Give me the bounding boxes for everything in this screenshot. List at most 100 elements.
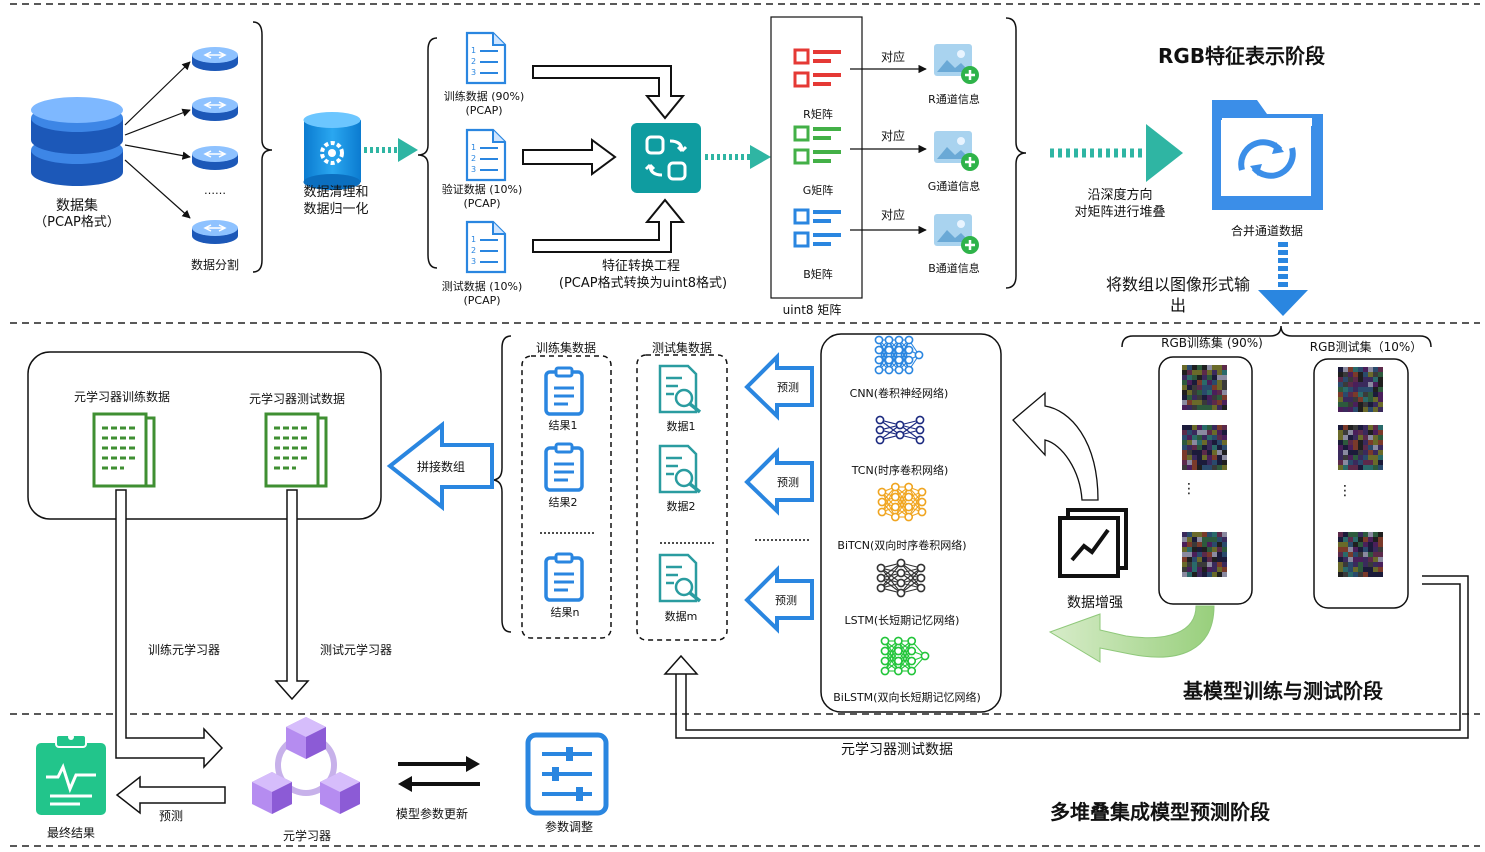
predict-label-3: 预测: [775, 594, 797, 607]
uint8-matrix-box: [770, 16, 863, 299]
train-set-data-label: 训练集数据: [535, 341, 597, 355]
result-clipboard-icons: [544, 366, 584, 602]
final-result-label: 最终结果: [46, 826, 96, 840]
search-document-icon: [658, 553, 702, 603]
output-image-label-2: 出: [1169, 296, 1187, 315]
predict-label-2: 预测: [777, 476, 799, 489]
bilstm-network-icon: [880, 636, 930, 676]
test-data-label: 测试数据 (10%): [441, 280, 523, 293]
cleaning-gear-icon: [303, 112, 361, 190]
meta-data-box: [27, 351, 382, 520]
meta-test-data-label: 元学习器测试数据: [248, 392, 346, 406]
cleaning-label-1: 数据清理和: [303, 185, 369, 200]
model-network-icons: [874, 335, 930, 676]
bracket-split: [252, 21, 273, 273]
svg-text:3: 3: [471, 165, 476, 174]
val-data-label: 验证数据 (10%): [441, 183, 523, 196]
stage-title-base: 基模型训练与测试阶段: [1183, 679, 1383, 703]
stage-title-rgb: RGB特征表示阶段: [1158, 44, 1326, 68]
param-update-arrows: [398, 756, 480, 792]
stack-label-1: 沿深度方向: [1087, 188, 1153, 203]
rgb-test-dots: ⋮: [1338, 483, 1352, 499]
cnn-network-icon: [874, 335, 924, 375]
rgb-sample-images: [1182, 365, 1383, 577]
router-ellipsis: ……: [204, 184, 226, 197]
result2-label: 结果2: [548, 496, 578, 509]
g-matrix-label: G矩阵: [802, 184, 834, 197]
feature-transform-icon: [631, 123, 701, 193]
train-data-label: 训练数据 (90%): [443, 90, 525, 103]
predict-final-arrow: [115, 775, 226, 815]
resultn-label: 结果n: [550, 606, 580, 619]
model-label-bitcn: BiTCN(双向时序卷积网络): [837, 539, 967, 552]
param-tune-label: 参数调整: [544, 820, 594, 834]
test-set-box: [636, 354, 728, 641]
lstm-network-icon: [876, 558, 926, 598]
predict-label-1: 预测: [777, 381, 799, 394]
b-channel-info: B通道信息: [928, 262, 980, 275]
router-icons: [192, 47, 238, 244]
stage-separators: [10, 3, 1480, 847]
correspond-r: 对应: [880, 50, 906, 64]
svg-text:2: 2: [471, 246, 476, 255]
rgb-sample-tile: [1182, 365, 1227, 410]
output-image-label-1: 将数组以图像形式输: [1105, 275, 1251, 294]
teal-big-arrow: [1050, 124, 1183, 182]
augment-curve-arrow: [1012, 391, 1215, 663]
blue-down-arrow: [1258, 242, 1308, 316]
model-label-bilstm: BiLSTM(双向长短期记忆网络): [833, 691, 981, 704]
train-meta-label: 训练元学习器: [147, 643, 221, 657]
train-set-box: [521, 355, 612, 639]
dataset-label: 数据集: [56, 198, 98, 214]
final-result-icon: [36, 734, 106, 815]
hollow-arrows-stage1: [522, 65, 686, 253]
result1-label: 结果1: [548, 419, 578, 432]
models-box: [820, 333, 1002, 713]
bracket-concat: [491, 335, 512, 633]
r-matrix-label: R矩阵: [803, 108, 833, 121]
r-matrix-icon: [793, 48, 841, 88]
svg-text:3: 3: [471, 68, 476, 77]
test-set-data-label: 测试集数据: [651, 341, 713, 355]
correspond-g: 对应: [880, 129, 906, 143]
svg-text:2: 2: [471, 57, 476, 66]
file-icons: 123 123 123: [465, 31, 507, 274]
merge-channel-label: 合并通道数据: [1230, 224, 1304, 238]
clipboard-icon: [544, 366, 584, 416]
dataset-format-label: （PCAP格式）: [34, 215, 120, 230]
meta-test-connector: [675, 575, 1469, 739]
bracket-rgb-sets: [1121, 325, 1432, 348]
meta-learner-label: 元学习器: [282, 829, 332, 843]
r-channel-info: R通道信息: [928, 93, 980, 106]
concat-label: 拼接数组: [416, 460, 466, 474]
meta-doc-icons: [92, 412, 328, 488]
rgb-train-label: RGB训练集 (90%): [1161, 336, 1263, 350]
svg-text:2: 2: [471, 154, 476, 163]
channel-image-icons: [934, 44, 979, 254]
stage-title-multi: 多堆叠集成模型预测阶段: [1050, 800, 1270, 824]
svg-text:1: 1: [471, 143, 476, 152]
rgb-sample-tile: [1338, 425, 1383, 470]
predict-arrows: [744, 352, 814, 634]
test-meta-label: 测试元学习器: [319, 643, 393, 657]
rgb-train-box: [1158, 356, 1253, 605]
meta-test-data-bottom-label: 元学习器测试数据: [841, 742, 953, 758]
rgb-sample-tile: [1338, 532, 1383, 577]
cleaning-label-2: 数据归一化: [303, 202, 369, 217]
teal-dashed-arrow-2: [705, 145, 771, 169]
model-label-cnn: CNN(卷积神经网络): [849, 387, 949, 400]
rgb-test-box: [1313, 358, 1409, 609]
rgb-sample-tile: [1182, 425, 1227, 470]
correspond-b: 对应: [880, 208, 906, 222]
data2-label: 数据2: [666, 500, 696, 513]
rgb-sample-tile: [1182, 532, 1227, 577]
svg-text:1: 1: [471, 235, 476, 244]
bracket-channels: [1005, 17, 1027, 289]
merge-folder-icon: [1212, 100, 1323, 210]
model-label-lstm: LSTM(长短期记忆网络): [844, 614, 960, 627]
feature-eng-label: 特征转换工程: [601, 259, 681, 274]
param-tune-sliders-icon: [525, 732, 609, 816]
meta-train-data-label: 元学习器训练数据: [73, 390, 171, 404]
b-matrix-label: B矩阵: [803, 268, 833, 281]
